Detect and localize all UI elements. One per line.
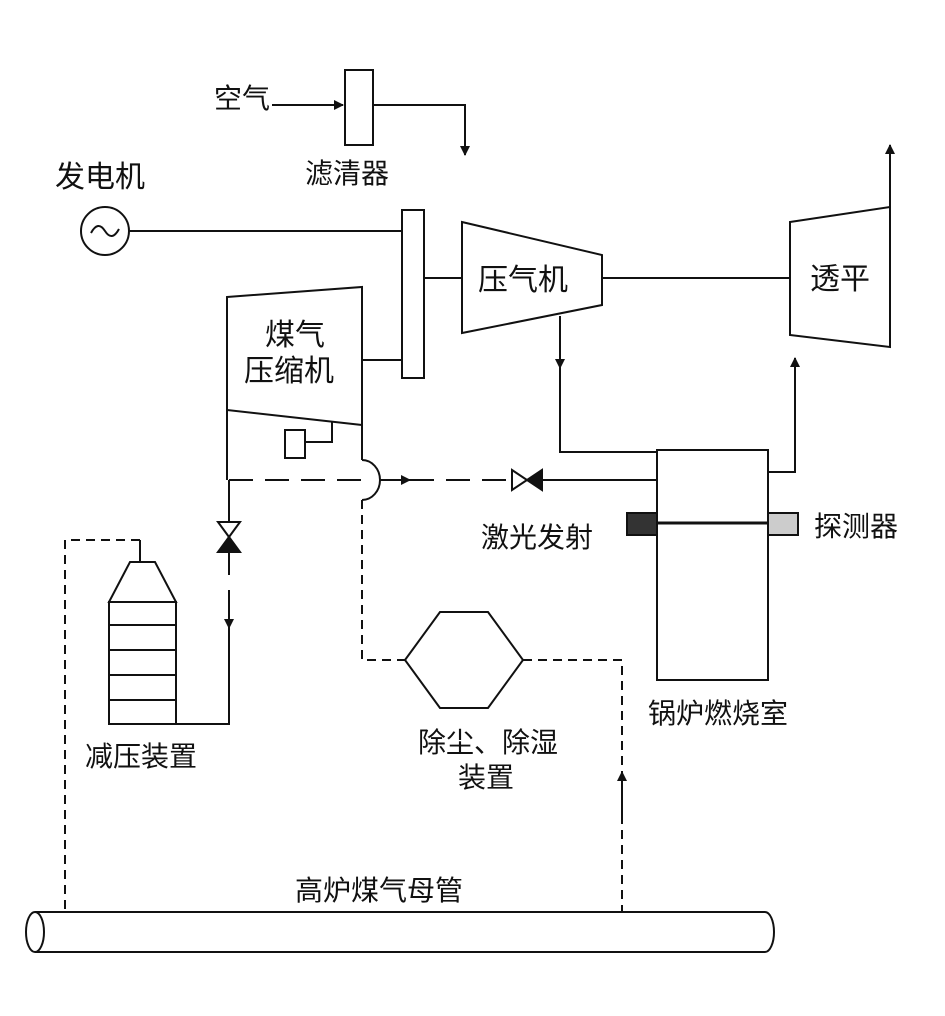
gas-compressor-label-2: 压缩机 [244,354,334,389]
filter-box [344,69,374,146]
dust-removal-supply-dash [523,659,623,790]
gas-main-pipe [35,911,775,953]
detector-label: 探测器 [814,510,898,543]
air-compressor [461,220,603,335]
gas-main-label: 高炉煤气母管 [295,874,463,907]
reducer-top-cone [107,561,178,603]
valve-upper-half [216,521,242,539]
detector [767,512,799,536]
control-line [305,422,333,443]
reducer-to-main-dash [64,539,140,912]
laser-emitter [626,512,658,536]
reducer-outlet-line [176,628,230,725]
dust-removal-unit [403,611,525,709]
laser-emitter-label: 激光发射 [481,521,593,554]
dust-removal-label-1: 除尘、除湿 [418,726,558,759]
valve-lower-half [216,535,242,553]
generator-label: 发电机 [55,160,145,195]
filter-label: 滤清器 [305,157,389,190]
sine-wave-icon [90,225,120,237]
valve-right-half [525,468,543,492]
pressure-reducer-body [108,601,177,725]
pressure-reducer-label: 减压装置 [85,740,197,773]
control-box [284,429,306,459]
boiler-chamber-label: 锅炉燃烧室 [648,697,788,730]
turbine-label: 透平 [810,262,870,297]
turbine [789,205,891,349]
gas-main-end [25,911,45,953]
dust-to-compressor-dash [361,500,405,661]
boiler-combustion-chamber [656,449,769,681]
dust-removal-label-2: 装置 [458,761,514,794]
air-label: 空气 [214,82,270,115]
compressor-to-boiler-line [559,368,657,453]
pipe-crossing-hop [361,459,381,501]
valve-left-half [511,468,529,492]
compressor-label: 压气机 [478,263,568,298]
gearbox [401,209,425,379]
gas-compressor-label-1: 煤气 [265,318,325,353]
filter-to-compressor-arrow [373,104,470,156]
boiler-to-turbine-arrow [768,357,800,473]
